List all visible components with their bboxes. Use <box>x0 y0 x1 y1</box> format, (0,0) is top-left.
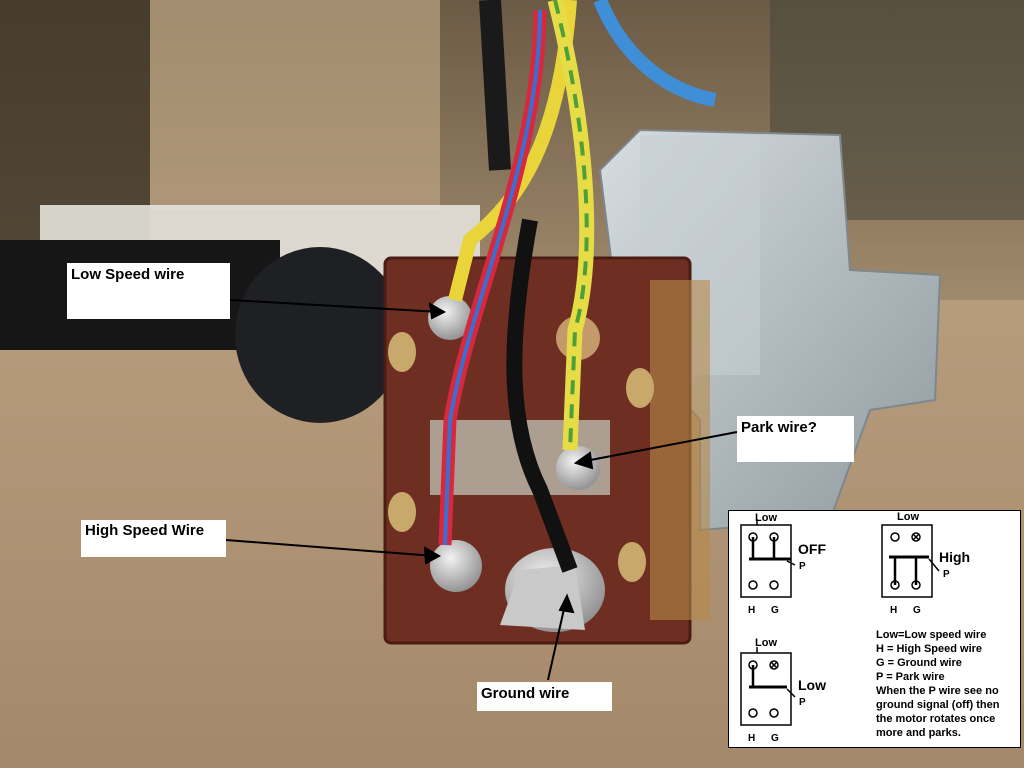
high-panel-p-label: P <box>943 569 950 580</box>
low-panel-frame <box>740 652 792 726</box>
high-panel-pin <box>890 532 900 542</box>
wiring-diagram-inset: Low OFF P H G Low High P H G Low Low P H… <box>728 510 1021 748</box>
low-panel-pin <box>769 708 779 718</box>
dark-wires-top <box>479 0 511 171</box>
park-solder <box>556 446 600 490</box>
legend-key-line: the motor rotates once <box>876 713 996 725</box>
off-panel-h-label: H <box>748 605 756 616</box>
off-panel-state: OFF <box>798 541 826 557</box>
legend-key-line: When the P wire see no <box>876 685 999 697</box>
low-panel-p-label: P <box>799 697 806 708</box>
park-arrowhead <box>573 451 594 470</box>
low-speed-solder <box>428 296 472 340</box>
blue-stripe <box>443 9 542 546</box>
high-panel-x-mark <box>912 533 920 541</box>
off-panel-g-label: G <box>771 605 779 616</box>
legend-key-line: H = High Speed wire <box>876 643 983 655</box>
low-panel-top-label: Low <box>755 637 777 649</box>
legend-key-line: P = Park wire <box>876 671 945 683</box>
legend-key-line: G = Ground wire <box>876 657 962 669</box>
high-panel-frame <box>881 524 933 598</box>
legend-key-line: more and parks. <box>876 727 961 739</box>
blue-wire-top <box>593 0 717 107</box>
black-wire-ground <box>506 218 578 573</box>
high-speed-solder <box>430 540 482 592</box>
low-panel-state: Low <box>798 677 826 693</box>
ground-wire-label: Ground wire <box>477 682 612 711</box>
low-panel-pin <box>748 708 758 718</box>
cable-grommet <box>235 247 405 423</box>
ground-arrow <box>547 599 567 681</box>
legend-key-line: Low=Low speed wire <box>876 629 987 641</box>
off-panel-frame <box>740 524 792 598</box>
low-speed-arrow <box>229 299 441 313</box>
park-wire-label: Park wire? <box>737 416 854 462</box>
low-panel-h-label: H <box>748 733 756 744</box>
high-speed-arrow <box>225 539 436 557</box>
tab-left-bottom <box>388 492 416 532</box>
ground-arrowhead <box>558 593 575 614</box>
low-panel-g-label: G <box>771 733 779 744</box>
green-stripe <box>553 0 589 451</box>
legend-key-line: ground signal (off) then <box>876 699 1000 711</box>
low-speed-label: Low Speed wire <box>67 263 230 319</box>
tab-left-top <box>388 332 416 372</box>
high-panel-pin <box>911 532 921 542</box>
tab-right-top <box>626 368 654 408</box>
high-speed-label: High Speed Wire <box>81 520 226 557</box>
tab-right-bottom <box>618 542 646 582</box>
board-side <box>650 280 710 620</box>
off-panel-top-label: Low <box>755 512 777 524</box>
high-speed-arrowhead <box>423 546 442 565</box>
low-speed-arrowhead <box>428 302 447 320</box>
high-panel-state: High <box>939 549 971 565</box>
park-arrow <box>579 431 738 463</box>
off-panel-p-label: P <box>799 561 806 572</box>
off-panel-pin <box>748 580 758 590</box>
background-panel <box>150 0 440 210</box>
high-panel-top-label: Low <box>897 511 919 523</box>
low-panel-p-lead <box>786 688 796 698</box>
high-panel-g-label: G <box>913 605 921 616</box>
off-panel-p-lead <box>786 560 796 566</box>
annotation-arrows <box>225 299 738 681</box>
high-panel-h-label: H <box>890 605 898 616</box>
low-panel-x-mark <box>770 661 778 669</box>
switch-state-diagrams <box>740 519 940 726</box>
off-panel-pin <box>769 580 779 590</box>
low-panel-pin <box>769 660 779 670</box>
high-panel-p-lead <box>928 558 940 572</box>
